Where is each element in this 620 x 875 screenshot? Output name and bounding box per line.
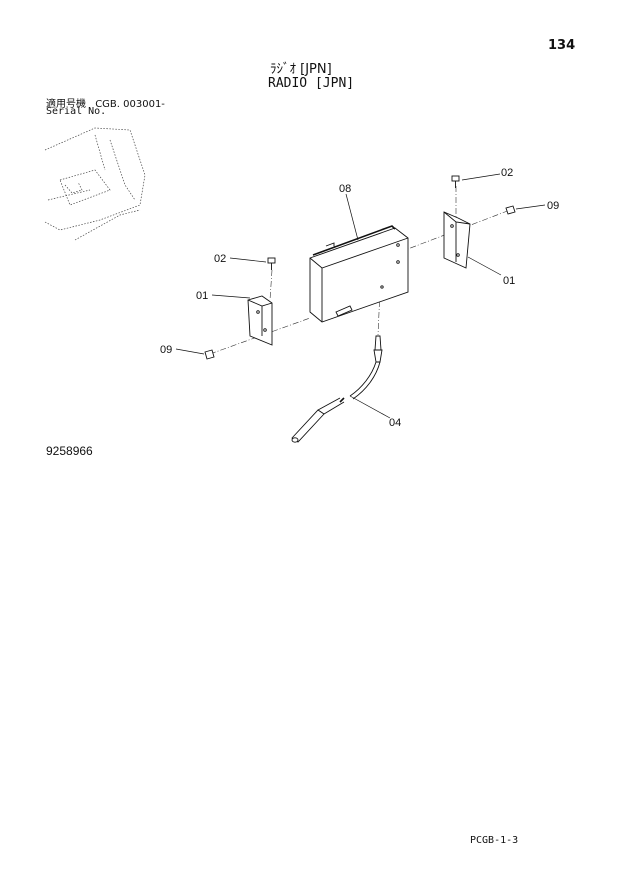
callout-09-left: 09 bbox=[160, 344, 172, 356]
callout-08: 08 bbox=[339, 183, 351, 195]
serial-label-jp: 適用号機 CGB. 003001- bbox=[46, 95, 165, 110]
callout-09-right: 09 bbox=[547, 200, 559, 212]
leader-lines bbox=[175, 173, 546, 419]
page-title-en: RADIO [JPN] bbox=[268, 76, 355, 91]
serial-label-jp-text: 適用号機 bbox=[46, 99, 86, 110]
callout-01-right: 01 bbox=[503, 275, 515, 287]
page-title-jp: ﾗｼﾞｵ [JPN] bbox=[270, 62, 332, 77]
antenna-04 bbox=[291, 335, 383, 443]
serial-label-en: Serial No. bbox=[46, 106, 107, 117]
part-number: 9258966 bbox=[46, 444, 93, 458]
machine-location-sketch bbox=[44, 127, 146, 241]
callout-02-right: 02 bbox=[501, 167, 513, 179]
callout-01-left: 01 bbox=[196, 290, 208, 302]
bracket-right-01 bbox=[443, 211, 471, 269]
screw-02-left bbox=[267, 257, 276, 270]
page-number: 134 bbox=[548, 38, 576, 53]
screw-02-right bbox=[451, 175, 460, 188]
nut-09-left bbox=[204, 349, 215, 360]
callout-02-left: 02 bbox=[214, 253, 226, 265]
footer-code: PCGB-1-3 bbox=[470, 835, 519, 846]
radio-housing-08 bbox=[309, 225, 409, 323]
bracket-left-01 bbox=[247, 295, 273, 346]
nut-09-right bbox=[505, 205, 516, 215]
serial-range: CGB. 003001- bbox=[95, 99, 165, 110]
callout-04: 04 bbox=[389, 417, 401, 429]
